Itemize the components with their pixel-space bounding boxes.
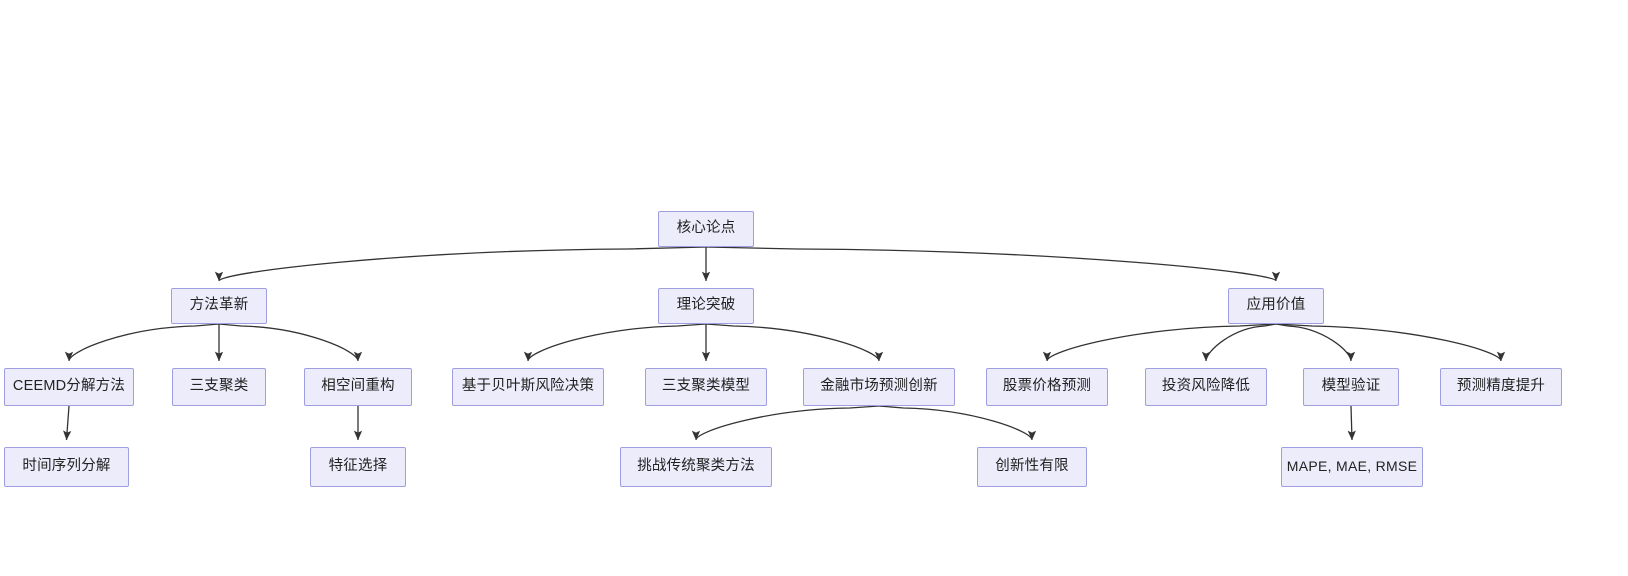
node-label: 创新性有限: [995, 458, 1069, 475]
node-a4[interactable]: 预测精度提升: [1440, 368, 1562, 406]
node-branch2[interactable]: 理论突破: [658, 288, 754, 324]
edge-paths: [63, 246, 1506, 441]
edge-root-to-branch3: [705, 246, 1280, 282]
node-t1[interactable]: 基于贝叶斯风险决策: [452, 368, 604, 406]
node-t2[interactable]: 三支聚类模型: [645, 368, 767, 406]
node-t3[interactable]: 金融市场预测创新: [803, 368, 955, 406]
node-label: 相空间重构: [321, 378, 395, 395]
node-root[interactable]: 核心论点: [658, 211, 754, 247]
node-m2[interactable]: 三支聚类: [172, 368, 266, 406]
node-label: 特征选择: [328, 458, 388, 475]
edge-t3-to-t3c1: [691, 405, 880, 441]
edge-branch1-to-m3: [218, 323, 363, 362]
node-label: 挑战传统聚类方法: [637, 458, 755, 475]
edge-branch3-to-a3: [1275, 323, 1356, 362]
node-label: 核心论点: [676, 220, 736, 237]
node-label: 模型验证: [1321, 378, 1381, 395]
node-m3[interactable]: 相空间重构: [304, 368, 412, 406]
node-t3c1[interactable]: 挑战传统聚类方法: [620, 447, 772, 487]
node-label: 应用价值: [1246, 297, 1306, 314]
node-label: 理论突破: [676, 297, 736, 314]
node-a3c[interactable]: MAPE, MAE, RMSE: [1281, 447, 1423, 487]
node-label: CEEMD分解方法: [12, 378, 126, 395]
edge-branch3-to-a2: [1201, 323, 1277, 362]
node-branch1[interactable]: 方法革新: [171, 288, 267, 324]
node-branch3[interactable]: 应用价值: [1228, 288, 1324, 324]
edge-t3-to-t3c2: [878, 405, 1037, 441]
node-label: 基于贝叶斯风险决策: [461, 378, 595, 395]
node-t3c2[interactable]: 创新性有限: [977, 447, 1087, 487]
node-m3c[interactable]: 特征选择: [310, 447, 406, 487]
node-a2[interactable]: 投资风险降低: [1145, 368, 1267, 406]
edge-branch2-to-t3: [705, 323, 884, 362]
node-label: 方法革新: [189, 297, 249, 314]
node-label: 三支聚类: [189, 378, 249, 395]
edge-branch1-to-m1: [64, 323, 220, 362]
node-label: 时间序列分解: [22, 458, 111, 475]
node-label: 股票价格预测: [1002, 378, 1092, 395]
node-label: 金融市场预测创新: [820, 378, 938, 395]
edge-root-to-branch1: [215, 246, 707, 282]
edge-branch3-to-a4: [1275, 323, 1506, 362]
node-label: 投资风险降低: [1161, 378, 1251, 395]
node-m1[interactable]: CEEMD分解方法: [4, 368, 134, 406]
node-label: MAPE, MAE, RMSE: [1286, 458, 1418, 475]
node-m1c[interactable]: 时间序列分解: [4, 447, 129, 487]
node-a1[interactable]: 股票价格预测: [986, 368, 1108, 406]
edge-m1-to-m1c: [63, 405, 72, 441]
node-label: 预测精度提升: [1456, 378, 1546, 395]
node-label: 三支聚类模型: [661, 378, 751, 395]
node-a3[interactable]: 模型验证: [1303, 368, 1399, 406]
edge-a3-to-a3c: [1347, 405, 1356, 441]
edge-branch2-to-t1: [523, 323, 707, 362]
edge-branch3-to-a1: [1042, 323, 1277, 362]
